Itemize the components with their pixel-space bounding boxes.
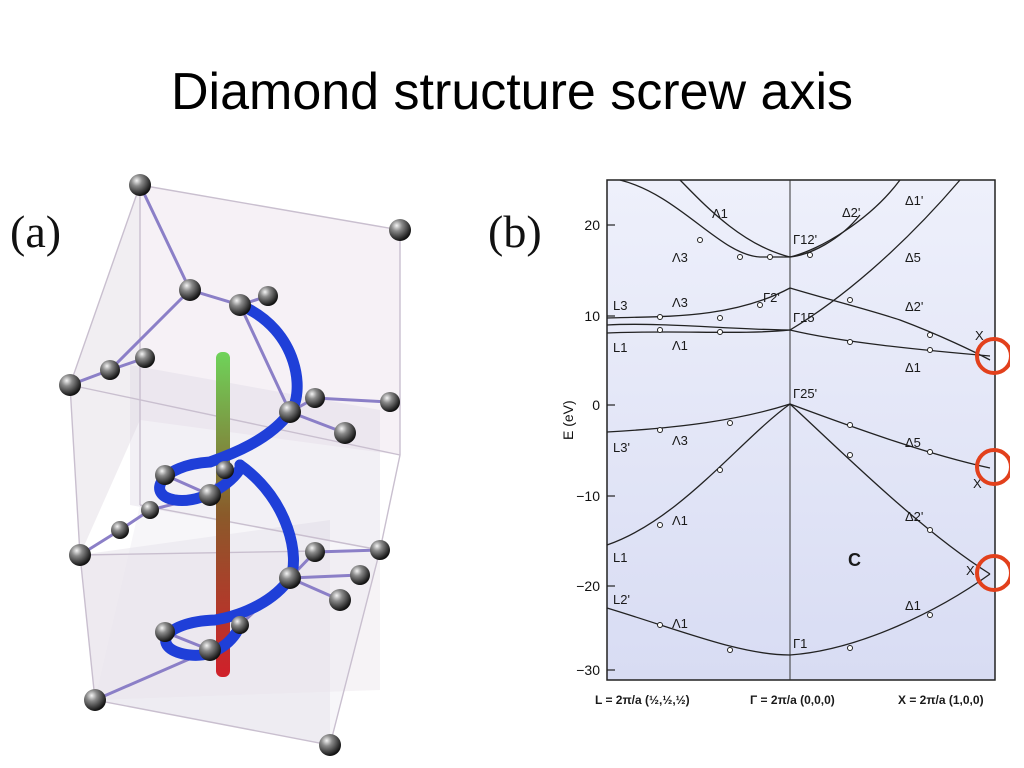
band-label: Γ25' [793,386,817,401]
band-label: Δ5 [905,250,921,265]
atom [199,639,221,661]
band-label: Δ2' [905,509,923,524]
atom [141,501,159,519]
atom [199,484,221,506]
atom [389,219,411,241]
band-label: X [973,476,982,491]
band-label: Λ3 [672,250,688,265]
x-label-gamma: Γ = 2π/a (0,0,0) [750,693,835,707]
atom [69,544,91,566]
atom [334,422,356,444]
band-curves [606,179,991,656]
y-tick-label: 20 [584,217,600,233]
slide-title: Diamond structure screw axis [171,63,853,121]
band-label: Γ15 [793,310,815,325]
x-label-L: L = 2π/a (½,½,½) [595,693,690,707]
band-label: Γ1 [793,636,807,651]
x-label-X: X = 2π/a (1,0,0) [898,693,984,707]
y-tick-label: 0 [592,397,600,413]
screw-axis-rod [216,352,230,677]
atom [100,360,120,380]
band-label: L1 [613,550,627,565]
atom [84,689,106,711]
band-label: L1 [613,340,627,355]
highlight-circle [975,448,1010,486]
atom [258,286,278,306]
band-label: Δ2' [842,205,860,220]
atom [231,616,249,634]
atom [305,388,325,408]
atom [279,401,301,423]
atom [216,461,234,479]
band-label: Λ3 [672,295,688,310]
band-label: Λ1 [672,513,688,528]
band-structure-figure: 20 10 0 −10 −20 −30 E (eV) Λ1 Λ3 L3 Λ3 L… [560,179,1010,707]
band-label: Λ3 [672,433,688,448]
atoms [59,174,411,756]
band-label: Λ1 [672,338,688,353]
atom [59,374,81,396]
crystal-label: C [848,550,861,570]
highlight-circle [975,554,1010,592]
diamond-crystal-figure [59,174,411,756]
atom [135,348,155,368]
atom [329,589,351,611]
band-label: Δ5 [905,435,921,450]
atom [155,465,175,485]
band-points [657,237,933,653]
band-label: Γ2' [763,290,780,305]
x-point-highlights [975,337,1010,592]
atom [380,392,400,412]
plot-frame [606,179,996,681]
atom [179,279,201,301]
band-label: Δ1 [905,598,921,613]
atom [279,567,301,589]
band-label: Γ12' [793,232,817,247]
band-label: L2' [613,592,630,607]
atom [129,174,151,196]
band-label: X [966,563,975,578]
atom [229,294,251,316]
highlight-circle [975,337,1010,375]
panel-b-label: (b) [488,206,542,257]
band-label: Λ1 [712,206,728,221]
atom [305,542,325,562]
atom [111,521,129,539]
band-labels: Λ1 Λ3 L3 Λ3 L1 Λ1 L3' Λ3 Λ1 L1 L2' Λ1 Γ1… [613,193,984,651]
band-label: X [975,328,984,343]
panel-a-label: (a) [10,206,62,257]
y-ticks [607,224,615,671]
atom [350,565,370,585]
band-label: Δ2' [905,299,923,314]
y-tick-label: −30 [576,662,600,678]
y-axis-label: E (eV) [560,400,576,440]
band-label: Δ1' [905,193,923,208]
y-tick-label: −20 [576,578,600,594]
atom [370,540,390,560]
y-tick-label: 10 [584,308,600,324]
atom [155,622,175,642]
band-label: Δ1 [905,360,921,375]
band-label: L3 [613,298,627,313]
band-label: Λ1 [672,616,688,631]
band-label: L3' [613,440,630,455]
atom [319,734,341,756]
y-tick-label: −10 [576,488,600,504]
